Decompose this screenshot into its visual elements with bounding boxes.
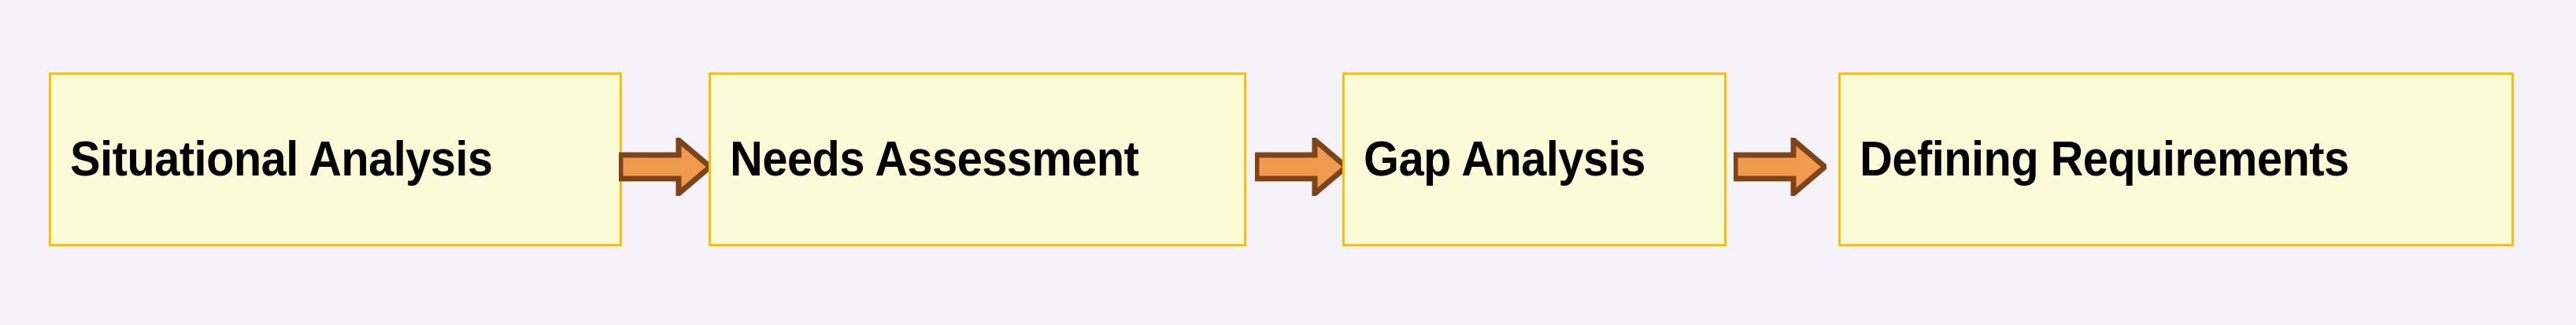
process-step-defining-requirements[interactable]: Defining Requirements (1838, 72, 2514, 246)
process-step-situational-analysis[interactable]: Situational Analysis (49, 72, 622, 246)
process-step-label: Needs Assessment (730, 131, 1139, 187)
process-step-label: Situational Analysis (70, 131, 493, 187)
process-step-label: Defining Requirements (1860, 131, 2349, 187)
right-arrow-icon (1255, 138, 1348, 196)
process-step-needs-assessment[interactable]: Needs Assessment (709, 72, 1246, 246)
process-step-gap-analysis[interactable]: Gap Analysis (1342, 72, 1727, 246)
right-arrow-icon (619, 138, 712, 196)
process-step-label: Gap Analysis (1364, 131, 1645, 187)
right-arrow-icon (1734, 138, 1827, 196)
